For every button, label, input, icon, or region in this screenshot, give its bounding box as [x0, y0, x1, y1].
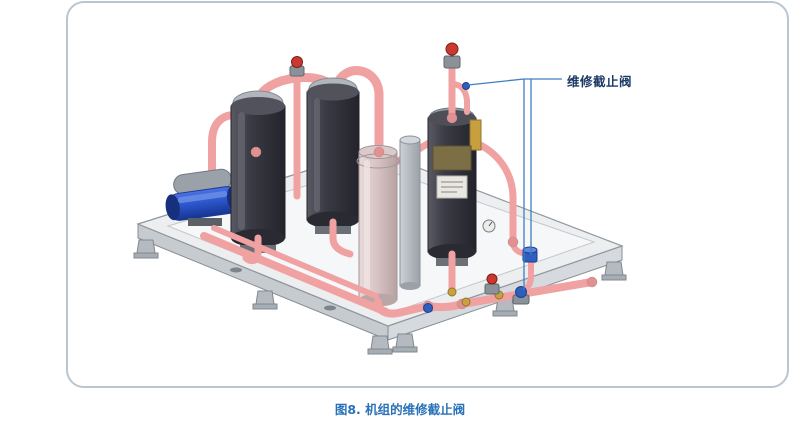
- oil-separator: [427, 107, 482, 266]
- pressure-gauge: [482, 219, 496, 233]
- compressor-left: [230, 90, 286, 253]
- compressor-right: [306, 77, 360, 234]
- vessel-label: [436, 175, 468, 199]
- vessel-tan-band: [432, 145, 472, 171]
- figure-caption: 图8. 机组的维修截止阀: [334, 402, 466, 417]
- service-valve-red-bottom: [484, 273, 500, 295]
- callout-label: 维修截止阀: [567, 74, 633, 89]
- pump-assembly: [165, 168, 242, 221]
- heat-exchanger: [356, 145, 400, 307]
- suction-column: [399, 135, 421, 290]
- service-valve-top: [443, 42, 470, 90]
- service-valve-blue-c: [423, 303, 433, 313]
- pump-mount: [188, 218, 222, 226]
- service-valve-blue-a: [522, 246, 538, 263]
- callout-lines: [467, 78, 562, 290]
- valve-mid-top: [289, 56, 305, 77]
- refrigerant-piping-front: [200, 60, 596, 318]
